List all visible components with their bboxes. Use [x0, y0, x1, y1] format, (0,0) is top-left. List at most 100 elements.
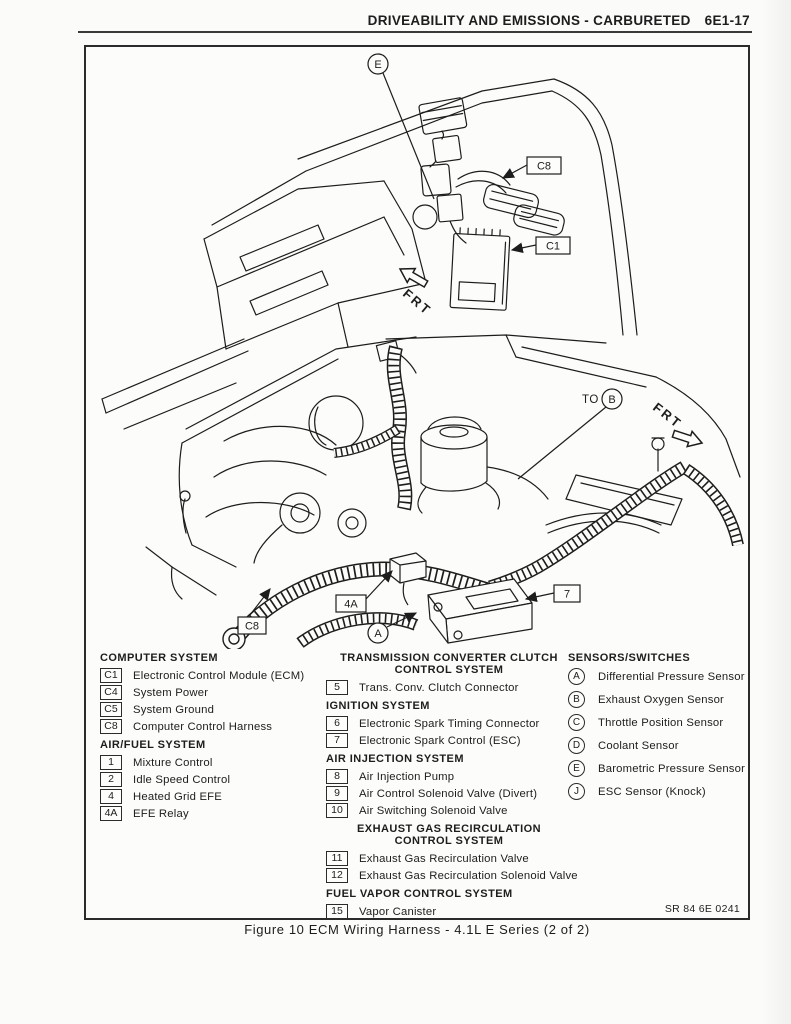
frt-arrow-bottom: FRT [650, 400, 704, 448]
legend-item-label: System Power [133, 686, 209, 699]
callout-c1: C1 [510, 236, 571, 255]
legend-item-badge: 4 [100, 789, 122, 804]
callout-7: 7 [524, 584, 581, 603]
figure-caption: Figure 10 ECM Wiring Harness - 4.1L E Se… [244, 922, 590, 937]
figure-ref-code: SR 84 6E 0241 [664, 903, 740, 915]
frt-arrow-top: FRT [398, 267, 435, 319]
legend-item-label: Trans. Conv. Clutch Connector [359, 681, 519, 694]
legend-item-label: Air Control Solenoid Valve (Divert) [359, 787, 538, 800]
legend-item-label: Air Switching Solenoid Valve [359, 804, 508, 817]
callout-a-label: A [374, 628, 382, 640]
legend-item-label: System Ground [133, 703, 215, 716]
legend-item-label: Electronic Spark Timing Connector [359, 717, 540, 730]
legend-item-badge: 12 [326, 868, 348, 883]
legend-item: C1 Electronic Control Module (ECM) [100, 668, 326, 683]
legend-section-heading: COMPUTER SYSTEM [100, 652, 218, 664]
legend-item-badge: A [568, 668, 585, 685]
frt-label-bottom: FRT [650, 400, 685, 432]
legend-item: 11 Exhaust Gas Recirculation Valve [326, 851, 572, 866]
legend-item-badge: B [568, 691, 585, 708]
legend-item-badge: 9 [326, 786, 348, 801]
legend-item-label: Exhaust Oxygen Sensor [598, 693, 725, 706]
legend-item-label: Heated Grid EFE [133, 790, 223, 803]
legend-item-label: Air Injection Pump [359, 770, 455, 783]
callout-a: A [367, 612, 418, 644]
legend-item-badge: 5 [326, 680, 348, 695]
legend-item-label: ESC Sensor (Knock) [598, 785, 706, 798]
legend-item-badge: 4A [100, 806, 122, 821]
legend-item-label: Throttle Position Sensor [598, 716, 724, 729]
legend-item: 8 Air Injection Pump [326, 769, 572, 784]
callout-c8-bottom: C8 [237, 588, 271, 635]
legend-item-badge: C5 [100, 702, 122, 717]
legend-item-badge: 6 [326, 716, 348, 731]
callout-7-label: 7 [564, 589, 570, 601]
legend-item-badge: C1 [100, 668, 122, 683]
engine-line-art [101, 334, 741, 600]
figure-frame: E C8 C1 FRT [84, 45, 750, 920]
callout-c1-label: C1 [546, 241, 560, 253]
legend-item: B Exhaust Oxygen Sensor [568, 691, 744, 708]
legend-item-label: Vapor Canister [359, 905, 437, 918]
legend-item: 12 Exhaust Gas Recirculation Solenoid Val… [326, 868, 578, 883]
legend-item: C5 System Ground [100, 702, 326, 717]
callout-e-label: E [374, 59, 381, 71]
to-label: TO [582, 394, 599, 406]
legend-item-label: EFE Relay [133, 807, 189, 820]
legend-item-badge: D [568, 737, 585, 754]
legend-item-badge: 10 [326, 803, 348, 818]
legend-item-label: Coolant Sensor [598, 739, 679, 752]
legend-item: 5 Trans. Conv. Clutch Connector [326, 680, 572, 695]
legend-item-label: Exhaust Gas Recirculation Solenoid Valve [359, 869, 578, 882]
legend-item: 2 Idle Speed Control [100, 772, 326, 787]
header-rule [78, 31, 752, 33]
legend-section-heading: IGNITION SYSTEM [326, 700, 430, 712]
legend-item: J ESC Sensor (Knock) [568, 783, 744, 800]
legend-item-badge: C4 [100, 685, 122, 700]
legend-item-label: Electronic Control Module (ECM) [133, 669, 305, 682]
legend-item: 9 Air Control Solenoid Valve (Divert) [326, 786, 572, 801]
frt-label-top: FRT [400, 286, 435, 319]
legend-item-badge: 1 [100, 755, 122, 770]
legend-item: C Throttle Position Sensor [568, 714, 744, 731]
legend-section-heading: FUEL VAPOR CONTROL SYSTEM [326, 888, 513, 900]
callout-c8-top: C8 [501, 156, 562, 179]
legend-item: 4A EFE Relay [100, 806, 326, 821]
legend-item-badge: C [568, 714, 585, 731]
dash-line-art [203, 78, 638, 350]
legend-item: 1 Mixture Control [100, 755, 326, 770]
scan-shadow [761, 0, 791, 1024]
legend-item-badge: 11 [326, 851, 348, 866]
callout-c8-top-label: C8 [537, 161, 551, 173]
callout-c8-bottom-label: C8 [245, 621, 259, 633]
legend-item-label: Computer Control Harness [133, 720, 273, 733]
header-page-code: 6E1-17 [704, 13, 750, 28]
legend-item-label: Idle Speed Control [133, 773, 231, 786]
callout-b-label: B [608, 394, 615, 406]
legend-item: C4 System Power [100, 685, 326, 700]
legend-item-label: Barometric Pressure Sensor [598, 762, 746, 775]
callout-e: E [367, 53, 435, 200]
legend-item-badge: J [568, 783, 585, 800]
legend-item-label: Exhaust Gas Recirculation Valve [359, 852, 529, 865]
legend-item: C8 Computer Control Harness [100, 719, 326, 734]
esc-module-drawing [389, 552, 533, 644]
legend-item-label: Mixture Control [133, 756, 213, 769]
legend-column-computer-airfuel: COMPUTER SYSTEM C1 Electronic Control Modu… [100, 652, 326, 823]
legend-section-heading: AIR INJECTION SYSTEM [326, 753, 464, 765]
legend-item: 10 Air Switching Solenoid Valve [326, 803, 572, 818]
callout-to-b: TO B [517, 388, 623, 480]
legend-item-label: Electronic Spark Control (ESC) [359, 734, 521, 747]
legend-item: D Coolant Sensor [568, 737, 744, 754]
legend-item-badge: 8 [326, 769, 348, 784]
legend-item-badge: 2 [100, 772, 122, 787]
legend-item-badge: C8 [100, 719, 122, 734]
